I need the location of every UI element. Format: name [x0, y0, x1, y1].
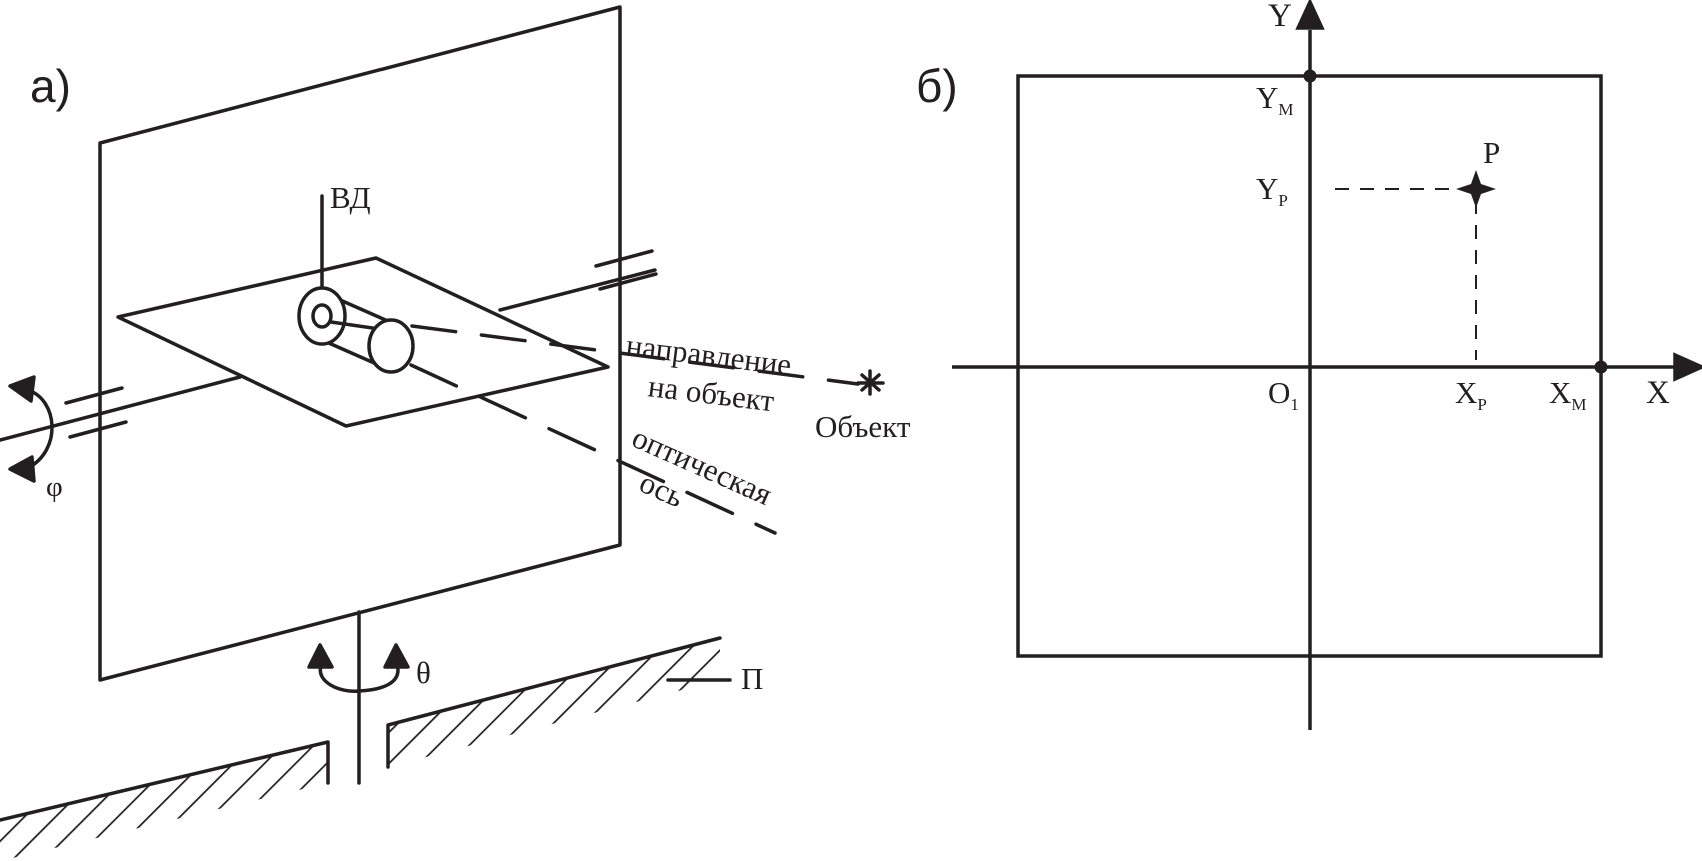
xm-label: XМ — [1549, 375, 1587, 414]
base-left-hatch — [0, 742, 328, 861]
theta-arrowhead-left — [307, 643, 334, 669]
point-p-label: P — [1483, 135, 1500, 170]
sensor-cylinder — [297, 286, 415, 374]
x-axis-label: X — [1646, 375, 1670, 411]
optical-axis-line — [409, 363, 777, 535]
origin-label: O1 — [1268, 375, 1299, 414]
base-left-edge — [0, 740, 330, 822]
panel-b: б) — [916, 0, 1702, 730]
ym-point — [1303, 69, 1317, 83]
theta-label: θ — [416, 655, 431, 690]
point-p-star-icon — [1456, 170, 1496, 208]
shaft-right — [498, 268, 657, 312]
y-axis-label: Y — [1268, 0, 1292, 34]
phi-arrowhead-top — [8, 375, 36, 403]
shaft-left — [0, 375, 242, 442]
sensor-label: ВД — [330, 180, 371, 215]
phi-label: φ — [46, 471, 63, 503]
panel-b-label: б) — [916, 60, 958, 112]
base-right-edge — [386, 636, 722, 769]
theta-arrow-icon — [318, 662, 400, 693]
panel-a: а) — [0, 5, 885, 861]
phi-arrow-icon — [26, 388, 54, 470]
base-right-hatch — [388, 638, 720, 767]
yp-label: YР — [1256, 171, 1288, 210]
object-label: Объект — [815, 409, 911, 444]
base-label: П — [741, 661, 763, 696]
phi-arrowhead-bottom — [8, 455, 36, 483]
bearing-right — [594, 249, 658, 291]
xp-label: XР — [1455, 375, 1487, 414]
y-axis-arrowhead — [1295, 0, 1325, 30]
direction-line — [410, 324, 860, 386]
theta-arrowhead-right — [383, 643, 410, 669]
bearing-left — [64, 386, 128, 439]
panel-a-label: а) — [30, 60, 71, 112]
xm-point — [1594, 360, 1608, 374]
object-star-icon — [856, 369, 885, 396]
platform — [116, 256, 610, 428]
ym-label: YМ — [1256, 80, 1294, 119]
x-axis-arrowhead — [1673, 352, 1702, 382]
